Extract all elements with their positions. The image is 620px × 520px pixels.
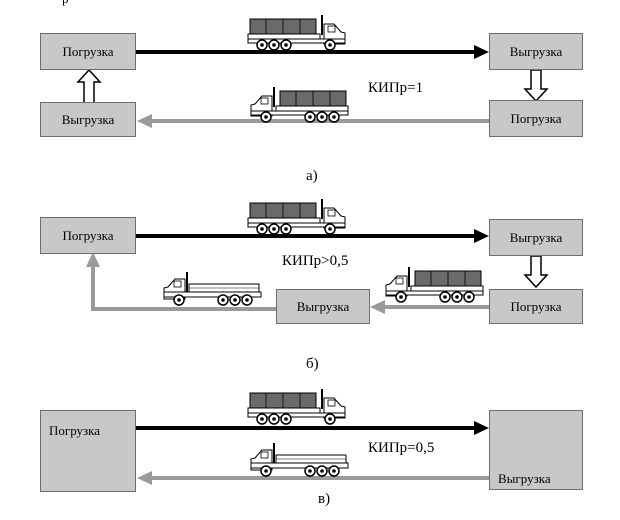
loaded-route-arrowhead-b [474, 229, 489, 243]
panel-b-arrows [86, 198, 549, 314]
panel-a-arrows [76, 14, 549, 128]
box-load-right-a: Погрузка [489, 100, 583, 137]
kip-label-c: КИПр=0,5 [368, 440, 435, 456]
box-unload-right-c: Выгрузка [489, 410, 583, 490]
loaded-truck-a [247, 14, 346, 51]
loaded-route-arrowhead-c [474, 421, 489, 435]
empty-truck-a [250, 86, 349, 123]
loaded-truck-c [247, 388, 346, 425]
box-unload-left-a: Выгрузка [40, 102, 136, 137]
caption-c: в) [318, 491, 331, 507]
empty-route-arrowhead-b [86, 252, 100, 267]
empty-route-arrowhead-c [137, 471, 152, 485]
top-text-fragment: р [62, 0, 69, 7]
box-load-left-b: Погрузка [40, 217, 136, 254]
loaded-truck-b [247, 198, 346, 235]
empty-truck-c [250, 442, 349, 477]
loaded-truck-b2 [385, 266, 484, 303]
loaded-route-arrowhead-a [474, 45, 489, 59]
caption-b: б) [306, 356, 319, 372]
box-load-right-b: Погрузка [489, 289, 583, 324]
kip-label-a: КИПр=1 [368, 80, 424, 96]
empty-route-arrowhead-a [137, 114, 152, 128]
hollow-arrow-up-a [76, 68, 102, 104]
caption-a: а) [306, 168, 318, 184]
empty-route-arrow-b [91, 265, 276, 311]
box-unload-mid-b: Выгрузка [276, 289, 370, 324]
box-unload-right-a: Выгрузка [489, 33, 583, 70]
box-unload-right-b: Выгрузка [489, 219, 583, 256]
box-load-left-a: Погрузка [40, 33, 136, 70]
hollow-arrow-down-b [523, 255, 549, 289]
panel-c-arrows [136, 388, 490, 485]
box-load-left-c: Погрузка [40, 410, 136, 492]
hollow-arrow-down-a [523, 69, 549, 103]
kip-label-b: КИПр>0,5 [282, 253, 349, 269]
empty-truck-b [163, 271, 262, 306]
loaded-return-arrowhead-b [370, 300, 385, 314]
